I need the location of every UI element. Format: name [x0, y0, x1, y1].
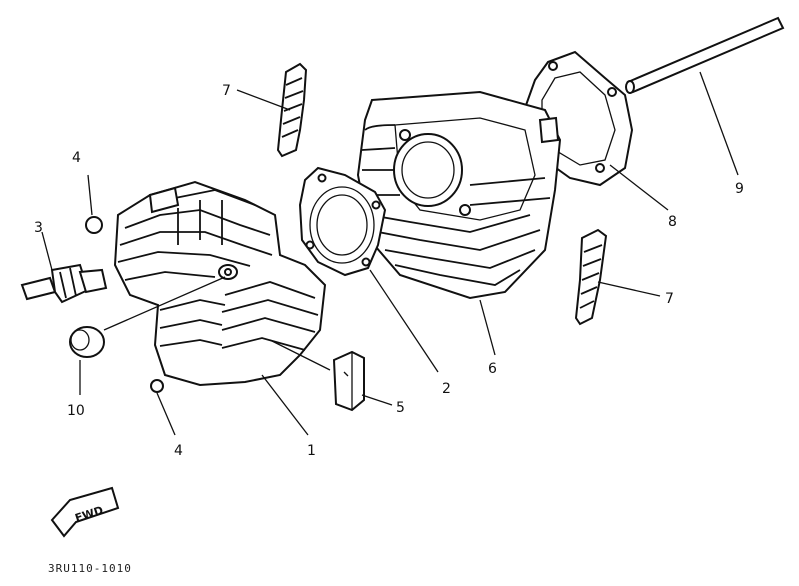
callout-3: 3	[34, 220, 43, 236]
callout-8: 8	[668, 214, 677, 230]
callout-4-lower: 4	[174, 443, 183, 459]
part-1-cylinder-head	[113, 180, 327, 387]
part-7-clip-lower	[574, 228, 608, 326]
callout-7-lower: 7	[665, 291, 674, 307]
leader-lines	[41, 71, 739, 436]
callout-7-upper: 7	[222, 83, 231, 99]
part-7-clip-upper	[276, 62, 308, 158]
callout-1: 1	[307, 443, 316, 459]
callout-5: 5	[396, 400, 405, 416]
part-9-rod	[625, 16, 785, 94]
forward-arrow: FWD	[50, 486, 120, 538]
part-4-washer-upper	[85, 216, 103, 234]
callout-2: 2	[442, 381, 451, 397]
part-6-cylinder	[356, 90, 562, 300]
figure-code: 3RU110-1010	[48, 562, 132, 575]
callout-10: 10	[67, 403, 85, 419]
part-4-washer-lower	[150, 379, 164, 393]
part-2-gasket	[298, 166, 387, 277]
callout-6: 6	[488, 361, 497, 377]
part-5-block	[332, 350, 365, 412]
callout-labels: 7 4 3 10 4 1 5 2 6 7 8 9	[34, 83, 744, 459]
callout-9: 9	[735, 181, 744, 197]
callout-4-upper: 4	[72, 150, 81, 166]
part-10-cap	[69, 326, 105, 358]
part-3-spark-plug	[20, 263, 108, 304]
